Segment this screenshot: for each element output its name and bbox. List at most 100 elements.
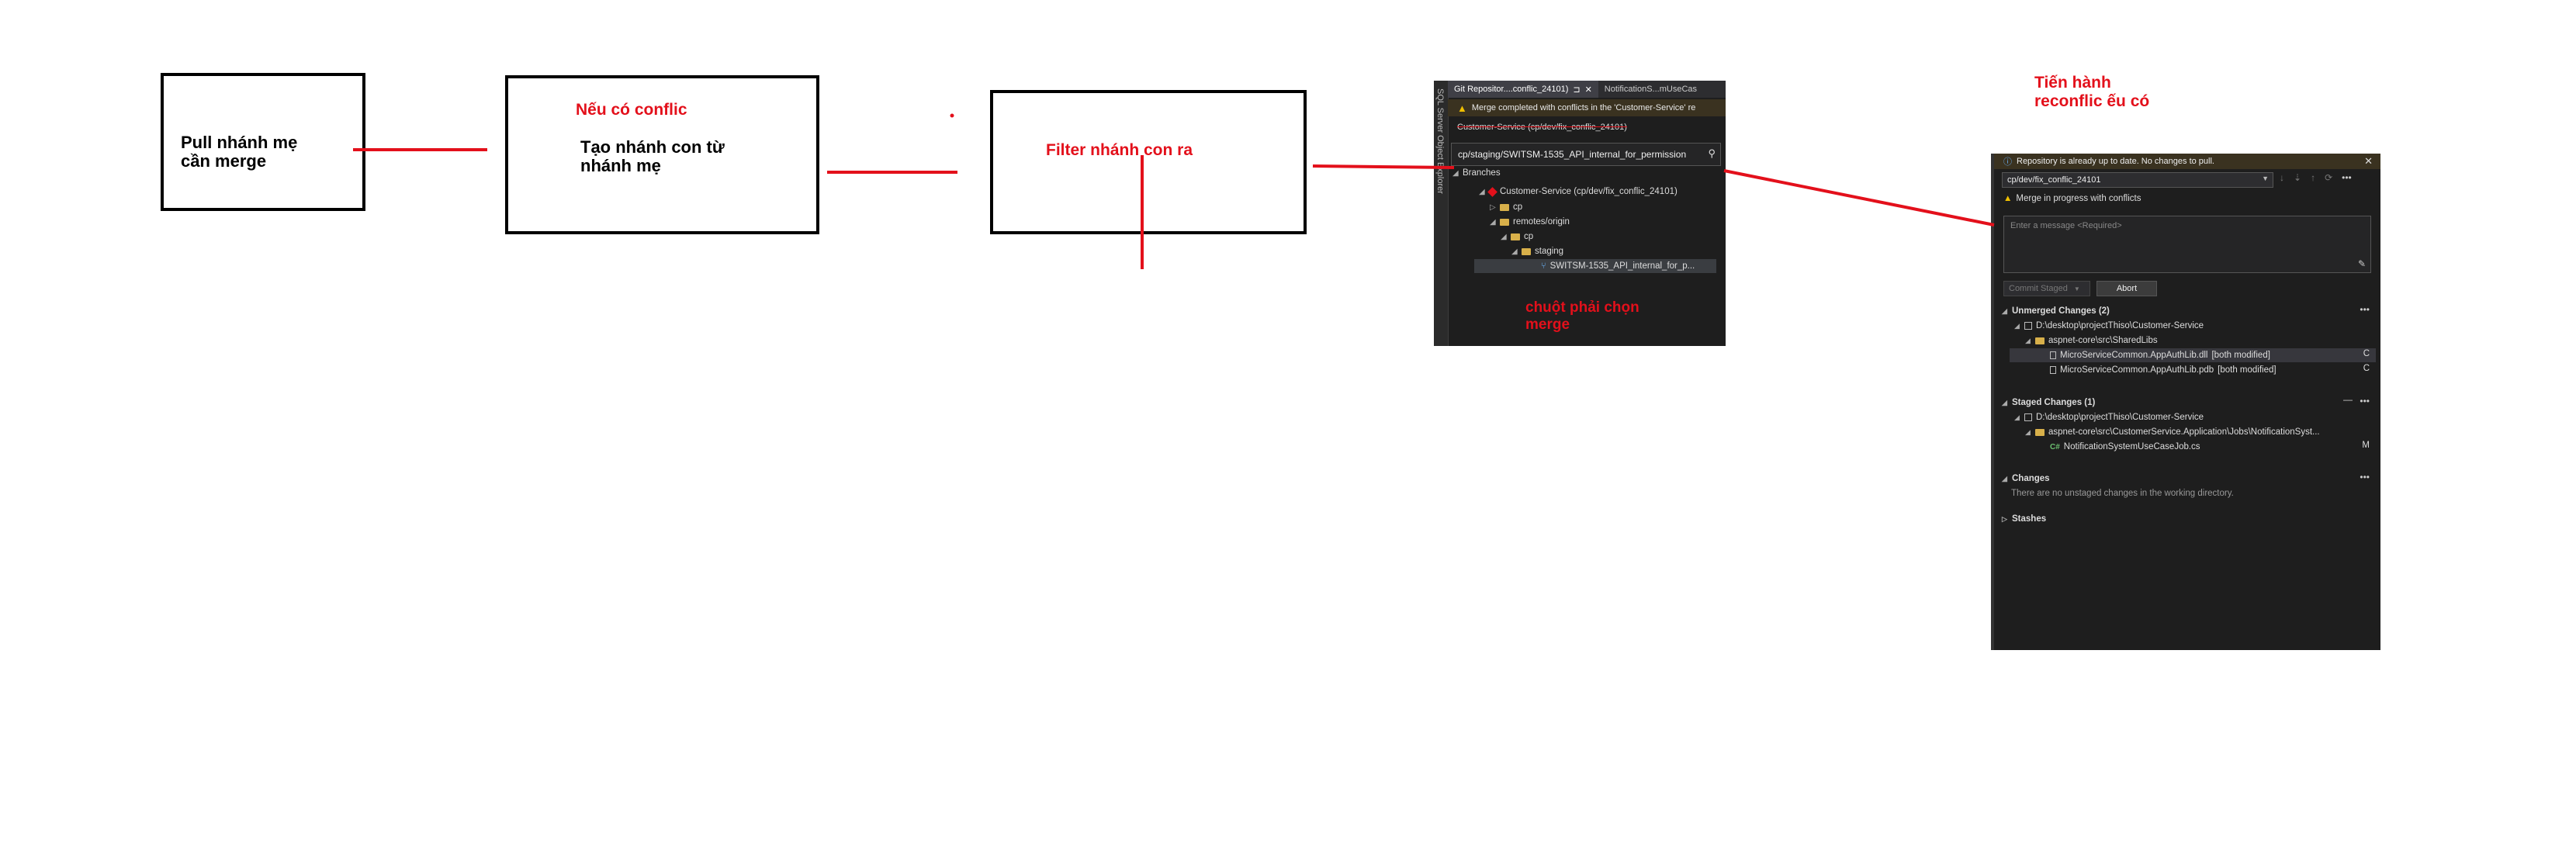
unmerged-file-dll[interactable]: MicroServiceCommon.AppAuthLib.dll [both …	[2010, 348, 2376, 362]
pull-icon[interactable]: ⇣	[2294, 172, 2302, 183]
document-tabs: Git Repositor....conflic_24101) ⊐ ✕ Noti…	[1448, 81, 1726, 98]
more-icon[interactable]: •••	[2360, 472, 2370, 483]
repo-icon	[1487, 186, 1497, 197]
push-icon[interactable]: ↑	[2311, 172, 2316, 183]
tree-item-remotes-origin[interactable]: ◢ remotes/origin	[1490, 215, 1570, 229]
tree-item-switsm-branch[interactable]: ⑂ SWITSM-1535_API_internal_for_p...	[1474, 259, 1716, 273]
project-path: D:\desktop\projectThiso\Customer-Service	[2036, 321, 2204, 330]
chevron-down-icon: ◢	[1490, 217, 1496, 227]
unstage-all-icon[interactable]: —	[2343, 394, 2353, 405]
branch-icon: ⑂	[1541, 261, 1546, 271]
chevron-right-icon: ▷	[1490, 202, 1496, 212]
more-icon[interactable]: •••	[2342, 172, 2352, 183]
fetch-icon[interactable]: ↓	[2280, 172, 2284, 183]
tab-git-repository[interactable]: Git Repositor....conflic_24101) ⊐ ✕	[1448, 81, 1598, 98]
warning-icon: ▲	[1457, 102, 1467, 114]
staged-folder-row[interactable]: ◢ aspnet-core\src\CustomerService.Applic…	[2025, 425, 2320, 439]
section-title: Changes	[2012, 474, 2050, 483]
search-icon[interactable]: ⚲	[1708, 147, 1716, 159]
side-tool-strip: SQL Server Object Explorer	[1434, 81, 1449, 346]
filter-value: cp/staging/SWITSM-1535_API_internal_for_…	[1458, 149, 1687, 160]
folder-icon	[2035, 428, 2045, 436]
tree-label: SWITSM-1535_API_internal_for_p...	[1549, 261, 1695, 271]
more-icon[interactable]: •••	[2360, 396, 2370, 406]
csharp-file-icon: C#	[2050, 442, 2060, 451]
chevron-down-icon: ◢	[2025, 336, 2031, 344]
connector-4-5	[1723, 169, 1995, 227]
tree-label: cp	[1524, 232, 1534, 241]
file-icon	[2050, 351, 2056, 359]
message-placeholder: Enter a message <Required>	[2010, 221, 2122, 230]
tab-label: Git Repositor....conflic_24101)	[1454, 85, 1569, 94]
branch-selector[interactable]: cp/dev/fix_conflic_24101 ▼	[2002, 172, 2273, 188]
sync-icon[interactable]: ⟳	[2325, 172, 2333, 183]
staged-project-row[interactable]: ◢ D:\desktop\projectThiso\Customer-Servi…	[2014, 410, 2204, 424]
tab-notification-file[interactable]: NotificationS...mUseCas	[1598, 81, 1703, 98]
chevron-down-icon: ◢	[2014, 321, 2020, 330]
stray-dot	[950, 113, 954, 118]
project-icon	[2024, 413, 2032, 421]
chevron-down-icon: ▼	[2262, 175, 2269, 182]
merge-status: ▲ Merge in progress with conflicts	[2003, 192, 2141, 206]
tree-label: remotes/origin	[1513, 217, 1570, 227]
info-text: Repository is already up to date. No cha…	[2017, 157, 2214, 166]
unmerged-project-row[interactable]: ◢ D:\desktop\projectThiso\Customer-Servi…	[2014, 319, 2204, 333]
branch-filter-input[interactable]: cp/staging/SWITSM-1535_API_internal_for_…	[1451, 143, 1721, 166]
file-name: NotificationSystemUseCaseJob.cs	[2063, 442, 2200, 451]
sql-object-explorer-tab[interactable]: SQL Server Object Explorer	[1435, 88, 1445, 194]
branches-header[interactable]: ◢ Branches	[1452, 166, 1501, 180]
folder-icon	[1500, 203, 1509, 211]
project-icon	[2024, 322, 2032, 330]
step-create-branch-box	[505, 75, 819, 234]
file-icon	[2050, 366, 2056, 374]
commit-message-input[interactable]: Enter a message <Required> ✎	[2003, 216, 2371, 273]
folder-icon	[1522, 247, 1531, 255]
chevron-down-icon: ◢	[1452, 168, 1459, 178]
file-status: C	[2363, 349, 2370, 358]
close-icon[interactable]: ✕	[2364, 155, 2373, 167]
staged-section-header[interactable]: ◢ Staged Changes (1)	[2002, 396, 2095, 410]
file-name: MicroServiceCommon.AppAuthLib.dll	[2060, 351, 2208, 360]
merge-warning-text: Merge completed with conflicts in the 'C…	[1471, 103, 1696, 112]
file-status: C	[2363, 364, 2370, 373]
commit-staged-button[interactable]: Commit Staged ▼	[2003, 281, 2090, 296]
unmerged-file-pdb[interactable]: MicroServiceCommon.AppAuthLib.pdb [both …	[2050, 363, 2277, 377]
chevron-down-icon[interactable]: ▼	[2073, 285, 2080, 292]
unmerged-section-header[interactable]: ◢ Unmerged Changes (2)	[2002, 304, 2110, 318]
pin-icon[interactable]: ⊐	[1573, 85, 1581, 95]
current-repo-line[interactable]: Customer-Service (cp/dev/fix_conflic_241…	[1457, 123, 1718, 132]
connector-3-4	[1312, 164, 1455, 169]
step-pull-label: Pull nhánh mẹ cần merge	[181, 133, 298, 171]
tree-item-staging[interactable]: ◢ staging	[1511, 244, 1563, 258]
sync-toolbar: ↓ ⇣ ↑ ⟳ •••	[2280, 172, 2352, 183]
step-filter-label: Filter nhánh con ra	[1046, 141, 1193, 159]
staged-file-row[interactable]: C# NotificationSystemUseCaseJob.cs	[2050, 440, 2200, 454]
stashes-section-header[interactable]: ▷ Stashes	[2002, 512, 2046, 526]
info-bar: ⓘ Repository is already up to date. No c…	[1994, 154, 2380, 169]
tree-label: staging	[1535, 247, 1564, 256]
tab-label: NotificationS...mUseCas	[1604, 85, 1698, 94]
project-path: D:\desktop\projectThiso\Customer-Service	[2036, 413, 2204, 422]
chevron-down-icon: ◢	[1501, 232, 1507, 241]
close-icon[interactable]: ✕	[1584, 85, 1592, 95]
changes-section-header[interactable]: ◢ Changes	[2002, 472, 2050, 486]
right-click-merge-note: chuột phải chọn merge	[1525, 299, 1639, 333]
step-pull-box	[161, 73, 365, 211]
chevron-down-icon: ◢	[2025, 427, 2031, 436]
tree-item-cp[interactable]: ▷ cp	[1490, 200, 1522, 214]
chevron-down-icon: ◢	[2014, 413, 2020, 421]
section-title: Stashes	[2012, 514, 2047, 524]
folder-path: aspnet-core\src\SharedLibs	[2048, 336, 2158, 345]
folder-icon	[2035, 337, 2045, 344]
abort-button[interactable]: Abort	[2096, 281, 2157, 296]
tree-item-remote-cp[interactable]: ◢ cp	[1501, 230, 1533, 244]
branches-header-label: Branches	[1463, 168, 1501, 178]
tree-item-repo[interactable]: ◢ Customer-Service (cp/dev/fix_conflic_2…	[1479, 185, 1678, 199]
more-icon[interactable]: •••	[2360, 304, 2370, 315]
git-changes-panel: ⓘ Repository is already up to date. No c…	[1991, 154, 2380, 650]
info-icon: ⓘ	[2003, 157, 2012, 167]
section-title: Staged Changes (1)	[2012, 398, 2096, 407]
chevron-down-icon: ◢	[2002, 474, 2007, 483]
unmerged-folder-row[interactable]: ◢ aspnet-core\src\SharedLibs	[2025, 334, 2158, 348]
ai-pen-icon[interactable]: ✎	[2357, 258, 2366, 269]
